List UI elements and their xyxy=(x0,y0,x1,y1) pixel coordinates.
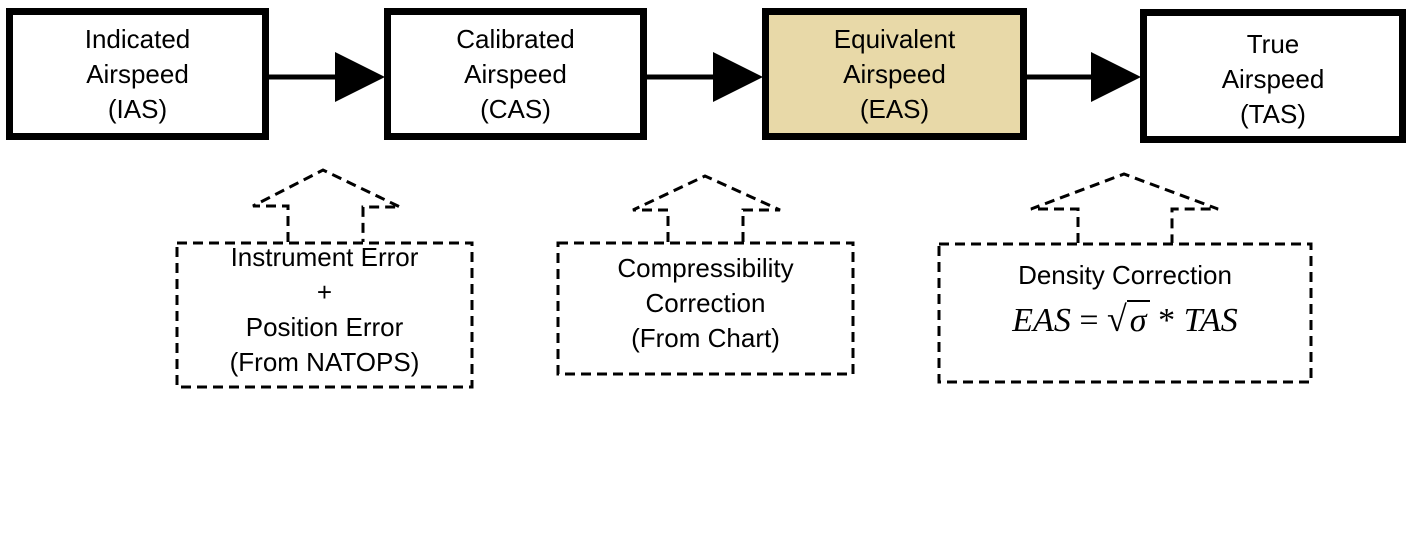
stage-box-ias: Indicated Airspeed (IAS) xyxy=(6,8,269,140)
stage-line: Calibrated xyxy=(456,23,575,54)
dashed-box-2 xyxy=(556,241,855,376)
stage-line: (CAS) xyxy=(480,93,551,124)
stage-line: Airspeed xyxy=(86,58,189,89)
stage-box-tas: True Airspeed (TAS) xyxy=(1140,9,1406,143)
sqrt-symbol: √σ xyxy=(1107,299,1150,341)
note-line: Position Error xyxy=(245,312,404,342)
correction-note-2: Compressibility Correction (From Chart) xyxy=(558,251,853,356)
note-line: Correction xyxy=(645,288,766,318)
formula-equals: = xyxy=(1079,302,1099,339)
formula-radicand: σ xyxy=(1126,300,1150,339)
stage-line: (IAS) xyxy=(107,93,168,124)
stage-line: Airspeed xyxy=(843,58,946,89)
radical-sign: √ xyxy=(1107,299,1127,339)
note-line: (From NATOPS) xyxy=(229,347,420,377)
dashed-arrow-2 xyxy=(632,174,781,242)
stage-box-cas: Calibrated Airspeed (CAS) xyxy=(384,8,647,140)
stage-line: Indicated xyxy=(84,23,191,54)
dashed-arrow-3 xyxy=(1030,172,1219,243)
note-line: (From Chart) xyxy=(631,323,780,353)
formula-multiply: * xyxy=(1158,302,1176,339)
dashed-box-1 xyxy=(175,241,474,389)
stage-line: (TAS) xyxy=(1240,98,1306,129)
dashed-box-3 xyxy=(937,242,1313,384)
note-line: + xyxy=(316,277,333,307)
stage-line: Equivalent xyxy=(833,23,956,54)
stage-line: True xyxy=(1246,28,1300,59)
correction-note-3: Density Correction EAS = √σ * TAS xyxy=(939,258,1311,341)
note-line: Instrument Error xyxy=(230,242,419,272)
stage-line: Airspeed xyxy=(464,58,567,89)
correction-note-1: Instrument Error + Position Error (From … xyxy=(177,240,472,380)
dashed-arrow-1 xyxy=(252,168,401,242)
note-line: Compressibility xyxy=(617,253,794,283)
note-line: Density Correction xyxy=(1018,260,1232,290)
stage-line: Airspeed xyxy=(1221,63,1325,94)
formula-lhs: EAS xyxy=(1012,302,1071,339)
density-formula: EAS = √σ * TAS xyxy=(939,299,1311,341)
formula-rhs: TAS xyxy=(1183,302,1238,339)
stage-box-eas: Equivalent Airspeed (EAS) xyxy=(762,8,1027,140)
stage-line: (EAS) xyxy=(859,93,930,124)
